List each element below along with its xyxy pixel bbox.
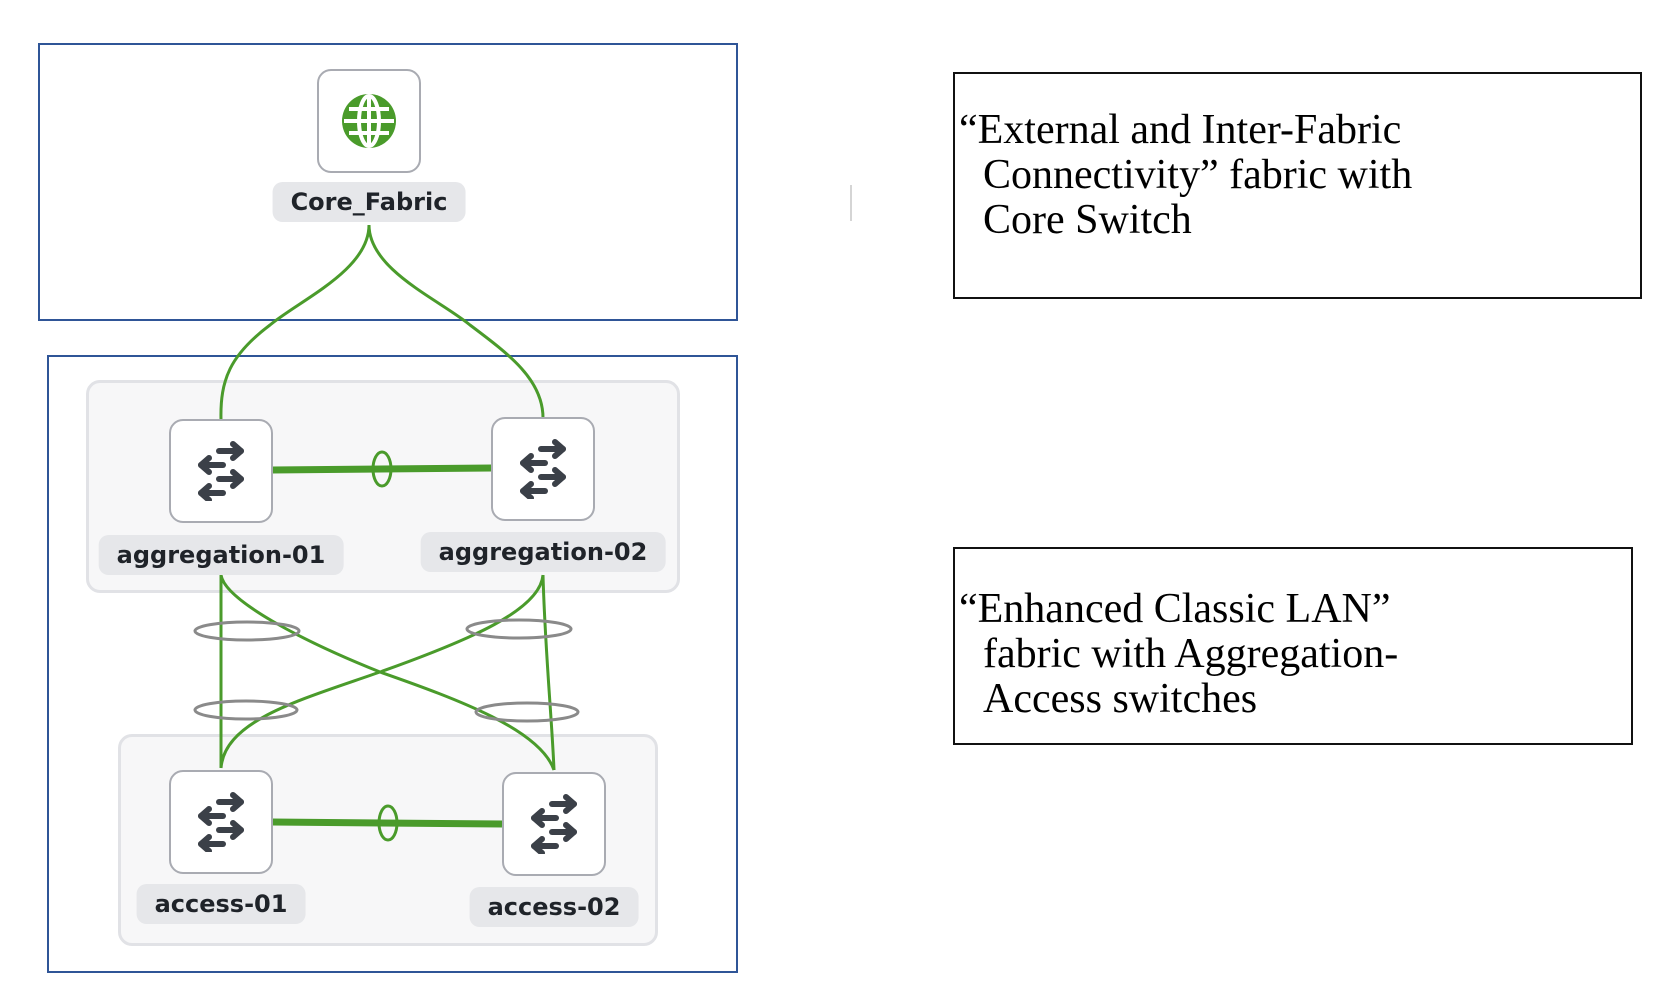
external-caption-line-1: “External and Inter-Fabric [959, 107, 1402, 153]
enhanced-lan-caption: “Enhanced Classic LAN” fabric with Aggre… [953, 547, 1633, 745]
divider-tick [850, 185, 852, 221]
switch-arrows-icon [198, 792, 244, 852]
access-02-label: access-02 [469, 887, 639, 927]
uplink-core-agg2[interactable] [367, 224, 545, 419]
external-fabric-caption: “External and Inter-Fabric Connectivity”… [953, 72, 1642, 299]
external-caption-line-2: Connectivity” fabric with [983, 152, 1413, 198]
switch-arrows-icon [520, 439, 566, 499]
enhanced-caption-line-2: fabric with Aggregation- [983, 631, 1399, 677]
core-fabric-node[interactable] [317, 69, 421, 173]
peer-link-access-bundle [377, 804, 399, 842]
enhanced-lan-fabric-frame [47, 355, 738, 973]
aggregation-02-node[interactable] [491, 417, 595, 521]
aggregation-01-node[interactable] [169, 419, 273, 523]
core-fabric-label: Core_Fabric [272, 182, 466, 222]
aggregation-01-label: aggregation-01 [98, 535, 344, 575]
enhanced-caption-line-1: “Enhanced Classic LAN” [959, 586, 1391, 632]
peer-link-aggregation-bundle [371, 450, 393, 488]
enhanced-caption-line-3: Access switches [983, 676, 1258, 722]
globe-icon [342, 94, 396, 148]
access-01-node[interactable] [169, 770, 273, 874]
bundle-ring-acc1-bottom [193, 699, 299, 721]
access-01-label: access-01 [136, 884, 306, 924]
bundle-ring-agg1-top [193, 620, 301, 642]
peer-link-access[interactable] [271, 818, 503, 828]
external-fabric-frame [38, 43, 738, 321]
uplink-core-agg1[interactable] [219, 224, 371, 421]
switch-arrows-icon [531, 794, 577, 854]
link-agg1-acc2[interactable] [219, 574, 556, 771]
peer-link-aggregation[interactable] [271, 464, 493, 474]
bundle-ring-acc2-bottom [474, 701, 580, 723]
bundle-ring-agg2-top [465, 618, 573, 640]
external-caption-line-3: Core Switch [983, 197, 1192, 243]
link-agg2-acc1[interactable] [219, 574, 545, 769]
switch-arrows-icon [198, 441, 244, 501]
aggregation-02-label: aggregation-02 [420, 532, 666, 572]
link-agg2-acc2[interactable] [541, 574, 556, 771]
access-02-node[interactable] [502, 772, 606, 876]
